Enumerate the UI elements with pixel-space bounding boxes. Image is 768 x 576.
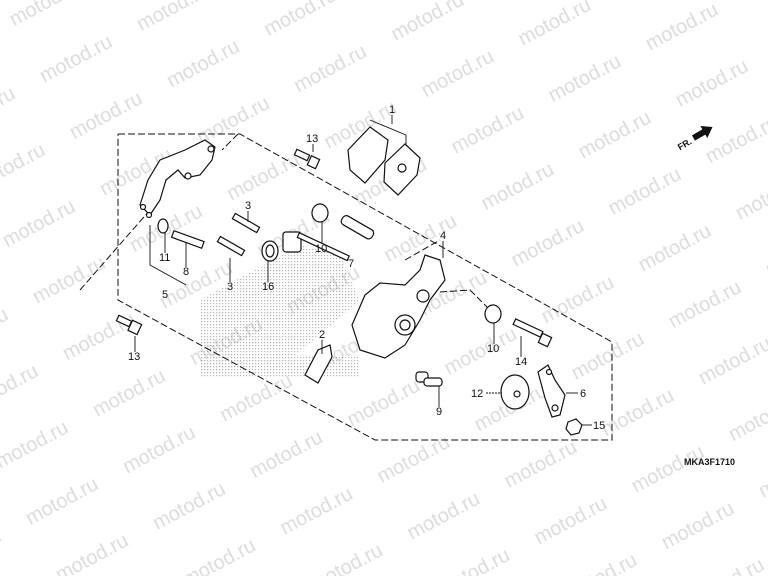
callout-10-top[interactable]: 10 (315, 243, 327, 255)
pad-clip-2[interactable] (304, 344, 333, 384)
front-direction-indicator: FR. (676, 125, 713, 152)
caliper-body-part[interactable] (351, 254, 446, 359)
callout-3-lower[interactable]: 3 (227, 281, 233, 293)
callout-7[interactable]: 7 (348, 258, 354, 270)
pin-3-lower[interactable] (216, 235, 246, 257)
bleeder-9[interactable] (415, 371, 443, 387)
callout-2[interactable]: 2 (319, 329, 325, 341)
bolt-14[interactable] (512, 318, 553, 348)
seal-16[interactable] (261, 240, 279, 262)
brake-pads-part[interactable] (347, 126, 421, 196)
arrow-right-icon (691, 125, 713, 141)
bracket-part[interactable] (139, 139, 216, 219)
callout-3-upper[interactable]: 3 (245, 200, 251, 212)
pin-8[interactable] (170, 229, 205, 250)
callout-14[interactable]: 14 (515, 356, 527, 368)
piston-7[interactable] (282, 231, 351, 262)
callout-labels: 1 13 3 10 7 4 11 8 5 3 16 2 13 10 14 12 … (128, 104, 605, 432)
cap-12[interactable] (500, 374, 530, 410)
callout-15[interactable]: 15 (593, 420, 605, 432)
callout-1[interactable]: 1 (389, 104, 395, 116)
boot-11[interactable] (157, 218, 169, 234)
callout-5[interactable]: 5 (162, 289, 168, 301)
boot-10-right[interactable] (484, 304, 502, 324)
bolt-13-bottom[interactable] (115, 314, 143, 336)
boot-10-top[interactable] (311, 203, 329, 223)
diagram-code: MKA3F1710 (684, 457, 736, 467)
callout-12[interactable]: 12 (471, 388, 483, 400)
leader-lines (134, 115, 592, 426)
assembly-outline (79, 133, 613, 441)
sleeve-7[interactable] (340, 214, 375, 240)
pin-3-upper[interactable] (231, 212, 261, 234)
front-label: FR. (676, 136, 694, 152)
nut-15[interactable] (565, 418, 583, 436)
callout-13-top[interactable]: 13 (306, 133, 318, 145)
callout-10-right[interactable]: 10 (487, 343, 499, 355)
callout-16[interactable]: 16 (262, 281, 274, 293)
callout-6[interactable]: 6 (580, 388, 586, 400)
callout-8[interactable]: 8 (183, 266, 189, 278)
stay-6[interactable] (537, 364, 566, 418)
callout-13-bottom[interactable]: 13 (128, 351, 140, 363)
bolt-13-top[interactable] (293, 148, 321, 170)
callout-11[interactable]: 11 (159, 252, 170, 264)
callout-4[interactable]: 4 (440, 230, 446, 242)
callout-9[interactable]: 9 (436, 406, 442, 418)
